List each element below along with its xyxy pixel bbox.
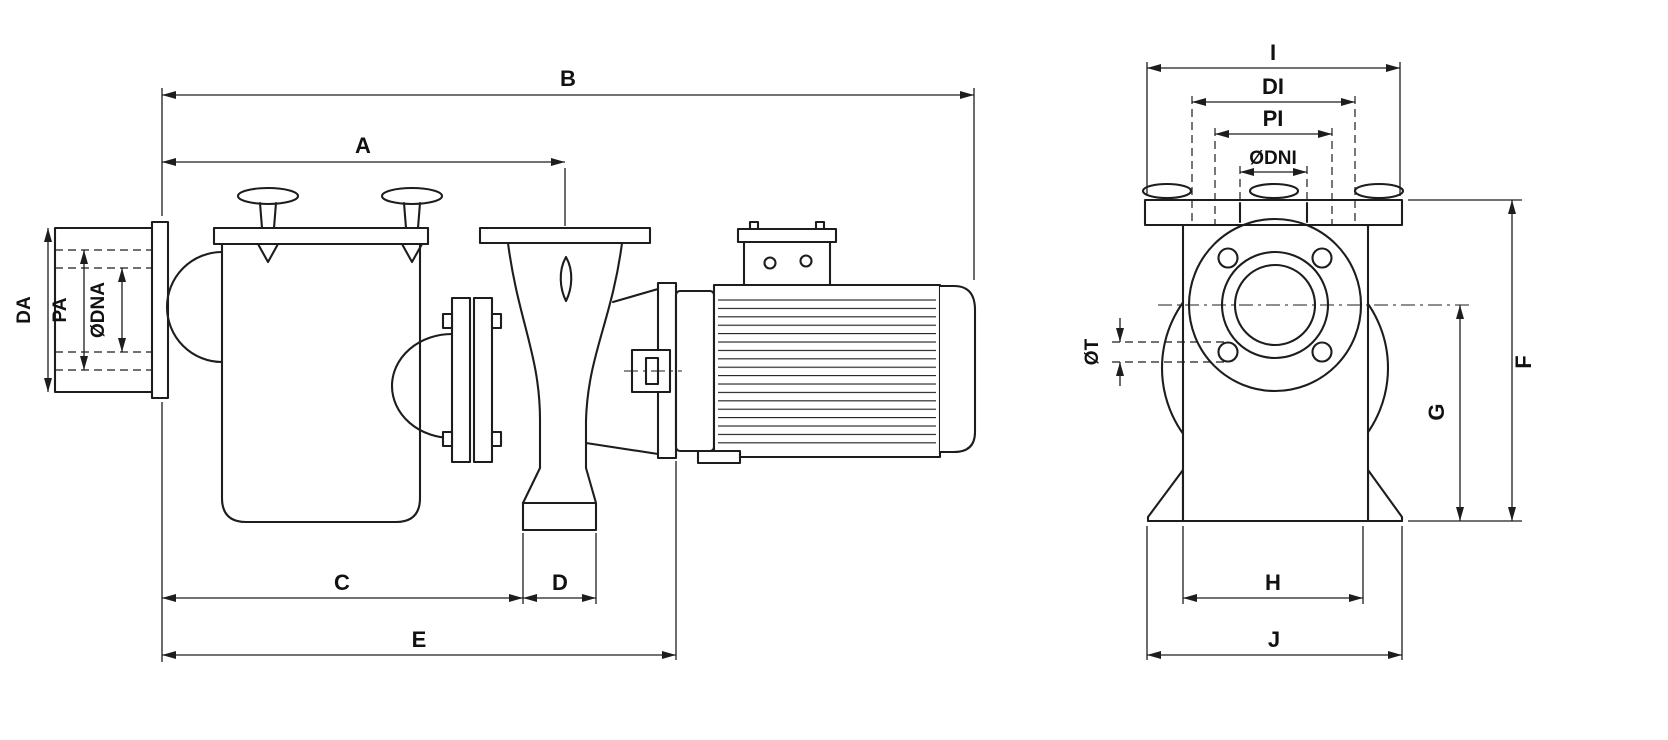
flange-plate-left: [450, 296, 472, 464]
dim-label-dna: ØDNA: [88, 282, 109, 338]
inlet-pipe-outline: [53, 226, 170, 394]
volute-right-contour: [584, 241, 624, 505]
lid-clamp: [256, 242, 280, 264]
strainer-pot: [165, 186, 444, 524]
wing-nut: [380, 186, 444, 264]
dim-label-a: A: [355, 133, 371, 158]
volute-casing: [478, 226, 652, 532]
dim-label-pa: PA: [50, 297, 71, 322]
wing-nut-cap: [1353, 182, 1405, 200]
bell-top-line: [611, 287, 660, 304]
discharge-flange: [478, 226, 652, 245]
dim-label-dni: ØDNI: [1249, 148, 1297, 169]
wing-nut-cap: [380, 186, 444, 206]
cable-entry-hole: [799, 254, 813, 268]
left-foot: [1146, 468, 1185, 523]
motor: [696, 220, 977, 465]
wing-nut-cap: [236, 186, 300, 206]
bolt-hole: [1311, 247, 1333, 269]
terminal-box-bolt: [748, 220, 760, 231]
volute-foot: [521, 501, 598, 532]
dim-label-f: F: [1511, 355, 1536, 368]
bolt-hole: [1311, 341, 1333, 363]
motor-foot: [696, 449, 742, 465]
right-foot: [1366, 468, 1404, 523]
terminal-box-lid: [736, 227, 838, 244]
motor-end-cap: [940, 284, 977, 454]
dim-label-d: D: [552, 570, 568, 595]
pump-body-front: [1181, 223, 1370, 523]
strainer-body: [220, 242, 422, 524]
suction-flange-plate: [150, 220, 170, 400]
dim-label-i: I: [1270, 40, 1276, 65]
dim-label-j: J: [1268, 627, 1280, 652]
side-view-dimensions: [44, 88, 975, 662]
bell-bottom-line: [584, 441, 660, 456]
cable-entry-hole: [763, 256, 777, 270]
side-view: [53, 186, 977, 532]
wing-nut-cap: [1141, 182, 1193, 200]
dim-label-g: G: [1424, 403, 1449, 420]
dim-label-t: ØT: [1082, 338, 1103, 365]
discharge-port-mark: [559, 255, 573, 303]
wing-nut: [236, 186, 300, 264]
dimension-labels: B A C D E DA PA ØDNA I DI PI ØDNI ØT F G…: [14, 40, 1536, 652]
flange-bolt-head: [490, 430, 503, 448]
end-view-dimensions: [1112, 62, 1522, 660]
dim-label-e: E: [412, 627, 427, 652]
strainer-lid: [212, 226, 430, 246]
flange-bolt-head: [441, 430, 454, 448]
wing-nut: [1141, 182, 1193, 200]
dim-label-da: DA: [14, 296, 35, 324]
bell-housing: [584, 281, 716, 460]
dim-label-h: H: [1265, 570, 1281, 595]
terminal-box-bolt: [814, 220, 826, 231]
motor-fins: [718, 296, 936, 446]
dim-label-c: C: [334, 570, 350, 595]
bolt-hole: [1217, 341, 1239, 363]
pipe-flange-coupling: [390, 296, 503, 464]
suction-inlet-pipe: [53, 220, 170, 400]
wing-nut-cap: [1248, 182, 1300, 200]
dim-label-b: B: [560, 66, 576, 91]
top-flange-plate: [1143, 198, 1404, 227]
flange-bolt-head: [490, 312, 503, 330]
wing-nut: [1353, 182, 1405, 200]
terminal-box: [742, 238, 832, 287]
bolt-hole: [1217, 247, 1239, 269]
wing-nut-stem: [258, 201, 278, 230]
strainer-inlet-bulge: [165, 250, 224, 364]
flange-bolt-head: [441, 312, 454, 330]
outlet-bulge: [390, 332, 454, 440]
dim-label-di: DI: [1262, 74, 1284, 99]
volute-left-contour: [506, 241, 542, 505]
dim-label-pi: PI: [1263, 106, 1284, 131]
flange-plate-right: [472, 296, 494, 464]
lid-clamp: [400, 242, 424, 264]
wing-nut: [1248, 182, 1300, 200]
wing-nut-stem: [402, 201, 422, 230]
end-view: [1141, 182, 1472, 523]
